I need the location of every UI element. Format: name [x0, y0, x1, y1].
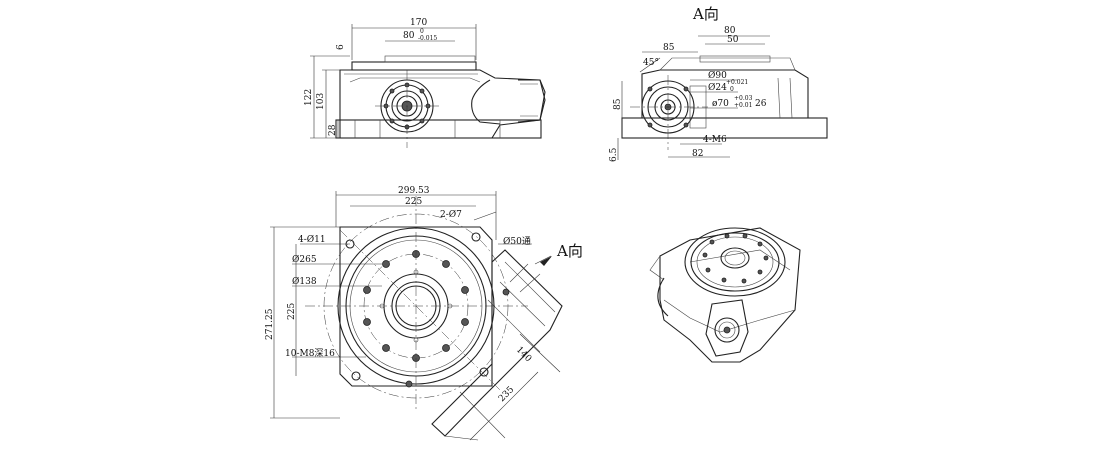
dia-70-tol-upper: +0.03 [734, 95, 753, 102]
dim-82: 82 [692, 149, 703, 159]
holes-2-d7: 2-Ø7 [440, 209, 462, 220]
dia-24-tol-lower: 0 [730, 86, 734, 93]
dim-80-bore: 80 [403, 31, 415, 41]
holes-4-d11: 4-Ø11 [298, 234, 326, 245]
dim-271-25: 271.25 [265, 308, 275, 340]
dim-26: 26 [755, 99, 767, 109]
dia-138: Ø138 [292, 276, 317, 287]
dim-80-tol-lower: -0.015 [418, 35, 437, 42]
dim-140: 140 [514, 345, 533, 364]
thread-holes-10-m8: 10-M8深16 [285, 348, 335, 359]
dia-50-through: Ø50通 [503, 236, 531, 247]
dim-85-horizontal: 85 [663, 43, 675, 53]
dim-170: 170 [410, 18, 427, 28]
dim-6-5: 6.5 [609, 147, 619, 162]
dim-225-top: 225 [405, 197, 422, 207]
side-view-title: A向 [692, 5, 719, 23]
dia-90: Ø90 [708, 70, 727, 81]
front-view: 170 80 0 -0.015 6 122 103 28 [304, 18, 546, 148]
dim-225-left: 225 [287, 303, 297, 320]
dim-103: 103 [316, 93, 326, 110]
side-view: A向 80 50 85 45° Ø90 [609, 5, 828, 162]
top-view: 299.53 225 2-Ø7 4-Ø11 Ø265 Ø138 Ø50通 A向 … [265, 186, 583, 441]
dia-70: ø70 [712, 99, 729, 109]
dim-80-side: 80 [724, 26, 736, 36]
arrow-label-a: A向 [556, 242, 583, 260]
dim-28: 28 [328, 124, 338, 136]
dim-122: 122 [304, 89, 314, 106]
dim-45-deg: 45° [643, 58, 659, 68]
isometric-view [649, 227, 801, 363]
thread-4-m6: 4-M6 [703, 135, 727, 145]
dim-50-side: 50 [727, 35, 739, 45]
dim-80-tol-upper: 0 [420, 28, 424, 35]
dim-299-53: 299.53 [398, 186, 430, 196]
dia-70-tol-lower: +0.01 [734, 102, 752, 109]
dia-24-tol-upper: +0.021 [726, 79, 748, 86]
dim-235: 235 [497, 385, 516, 404]
dia-24: Ø24 [708, 82, 727, 93]
dia-265: Ø265 [292, 254, 317, 265]
dim-85-vertical: 85 [613, 98, 623, 110]
dim-6: 6 [336, 44, 346, 50]
